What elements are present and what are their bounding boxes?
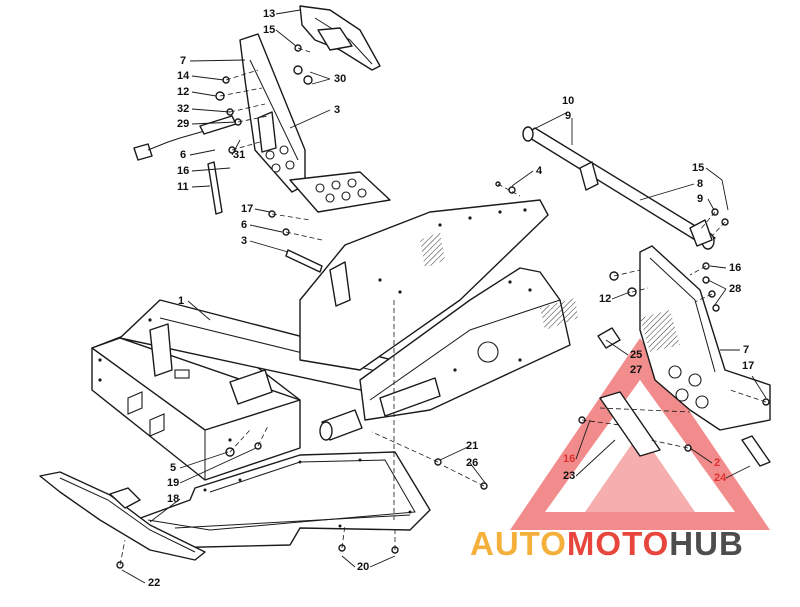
callout-c23: 23 [563, 470, 575, 482]
steering-post-assembly [239, 33, 391, 213]
callout-c19: 19 [167, 477, 179, 489]
small-brackets [597, 327, 771, 467]
callout-c5: 5 [170, 462, 176, 474]
callout-c14: 14 [177, 70, 190, 82]
chassis-frame [91, 199, 578, 481]
callout-c25: 25 [630, 349, 642, 361]
shift-lever [133, 115, 237, 215]
callout-c24: 24 [714, 472, 727, 484]
callout-c3b: 3 [241, 235, 247, 247]
callout-c6b: 6 [241, 219, 247, 231]
watermark-moto: MOTO [566, 525, 670, 562]
callout-c20: 20 [357, 561, 369, 573]
belly-pan [134, 451, 431, 549]
callout-c16a: 16 [177, 165, 189, 177]
callout-c10: 10 [562, 95, 574, 107]
callout-c2: 2 [714, 457, 720, 469]
callout-c22: 22 [148, 577, 160, 589]
callout-c13: 13 [263, 8, 275, 20]
rear-axle-tube [522, 126, 716, 250]
callout-c30: 30 [334, 73, 346, 85]
callout-c9b: 9 [697, 193, 703, 205]
callout-c18: 18 [167, 493, 179, 505]
callout-c16c: 16 [563, 453, 575, 465]
callout-c32: 32 [177, 103, 189, 115]
callout-c28: 28 [729, 283, 741, 295]
watermark-auto: AUTO [470, 525, 567, 562]
assembly-lines [119, 47, 767, 566]
callout-c17b: 17 [742, 360, 754, 372]
callout-c4: 4 [536, 165, 543, 177]
callout-c15b: 15 [692, 162, 704, 174]
callout-c8: 8 [697, 178, 703, 190]
callout-c11: 11 [177, 181, 189, 193]
callout-c12b: 12 [599, 293, 611, 305]
callout-c12a: 12 [177, 86, 189, 98]
callout-c27: 27 [630, 364, 642, 376]
dash-bracket [299, 5, 381, 71]
watermark-logo: AUTOMOTOHUB [470, 525, 744, 563]
callout-c31: 31 [233, 149, 245, 161]
callout-c9a: 9 [565, 110, 571, 122]
watermark-triangle [510, 338, 770, 530]
callout-c7b: 7 [743, 344, 749, 356]
callout-c16b: 16 [729, 262, 741, 274]
callout-c15a: 15 [263, 24, 275, 36]
callout-c6a: 6 [180, 149, 186, 161]
rear-bumper-bracket [639, 245, 771, 431]
callout-c3a: 3 [334, 104, 340, 116]
callout-c26: 26 [466, 457, 478, 469]
callout-c29: 29 [177, 118, 189, 130]
leader-lines [121, 9, 767, 584]
callout-c17a: 17 [241, 203, 253, 215]
watermark-hub: HUB [669, 525, 744, 562]
callout-c7a: 7 [180, 55, 186, 67]
front-skid-plate [39, 471, 206, 561]
callout-c1: 1 [178, 295, 184, 307]
callout-c21: 21 [466, 440, 478, 452]
